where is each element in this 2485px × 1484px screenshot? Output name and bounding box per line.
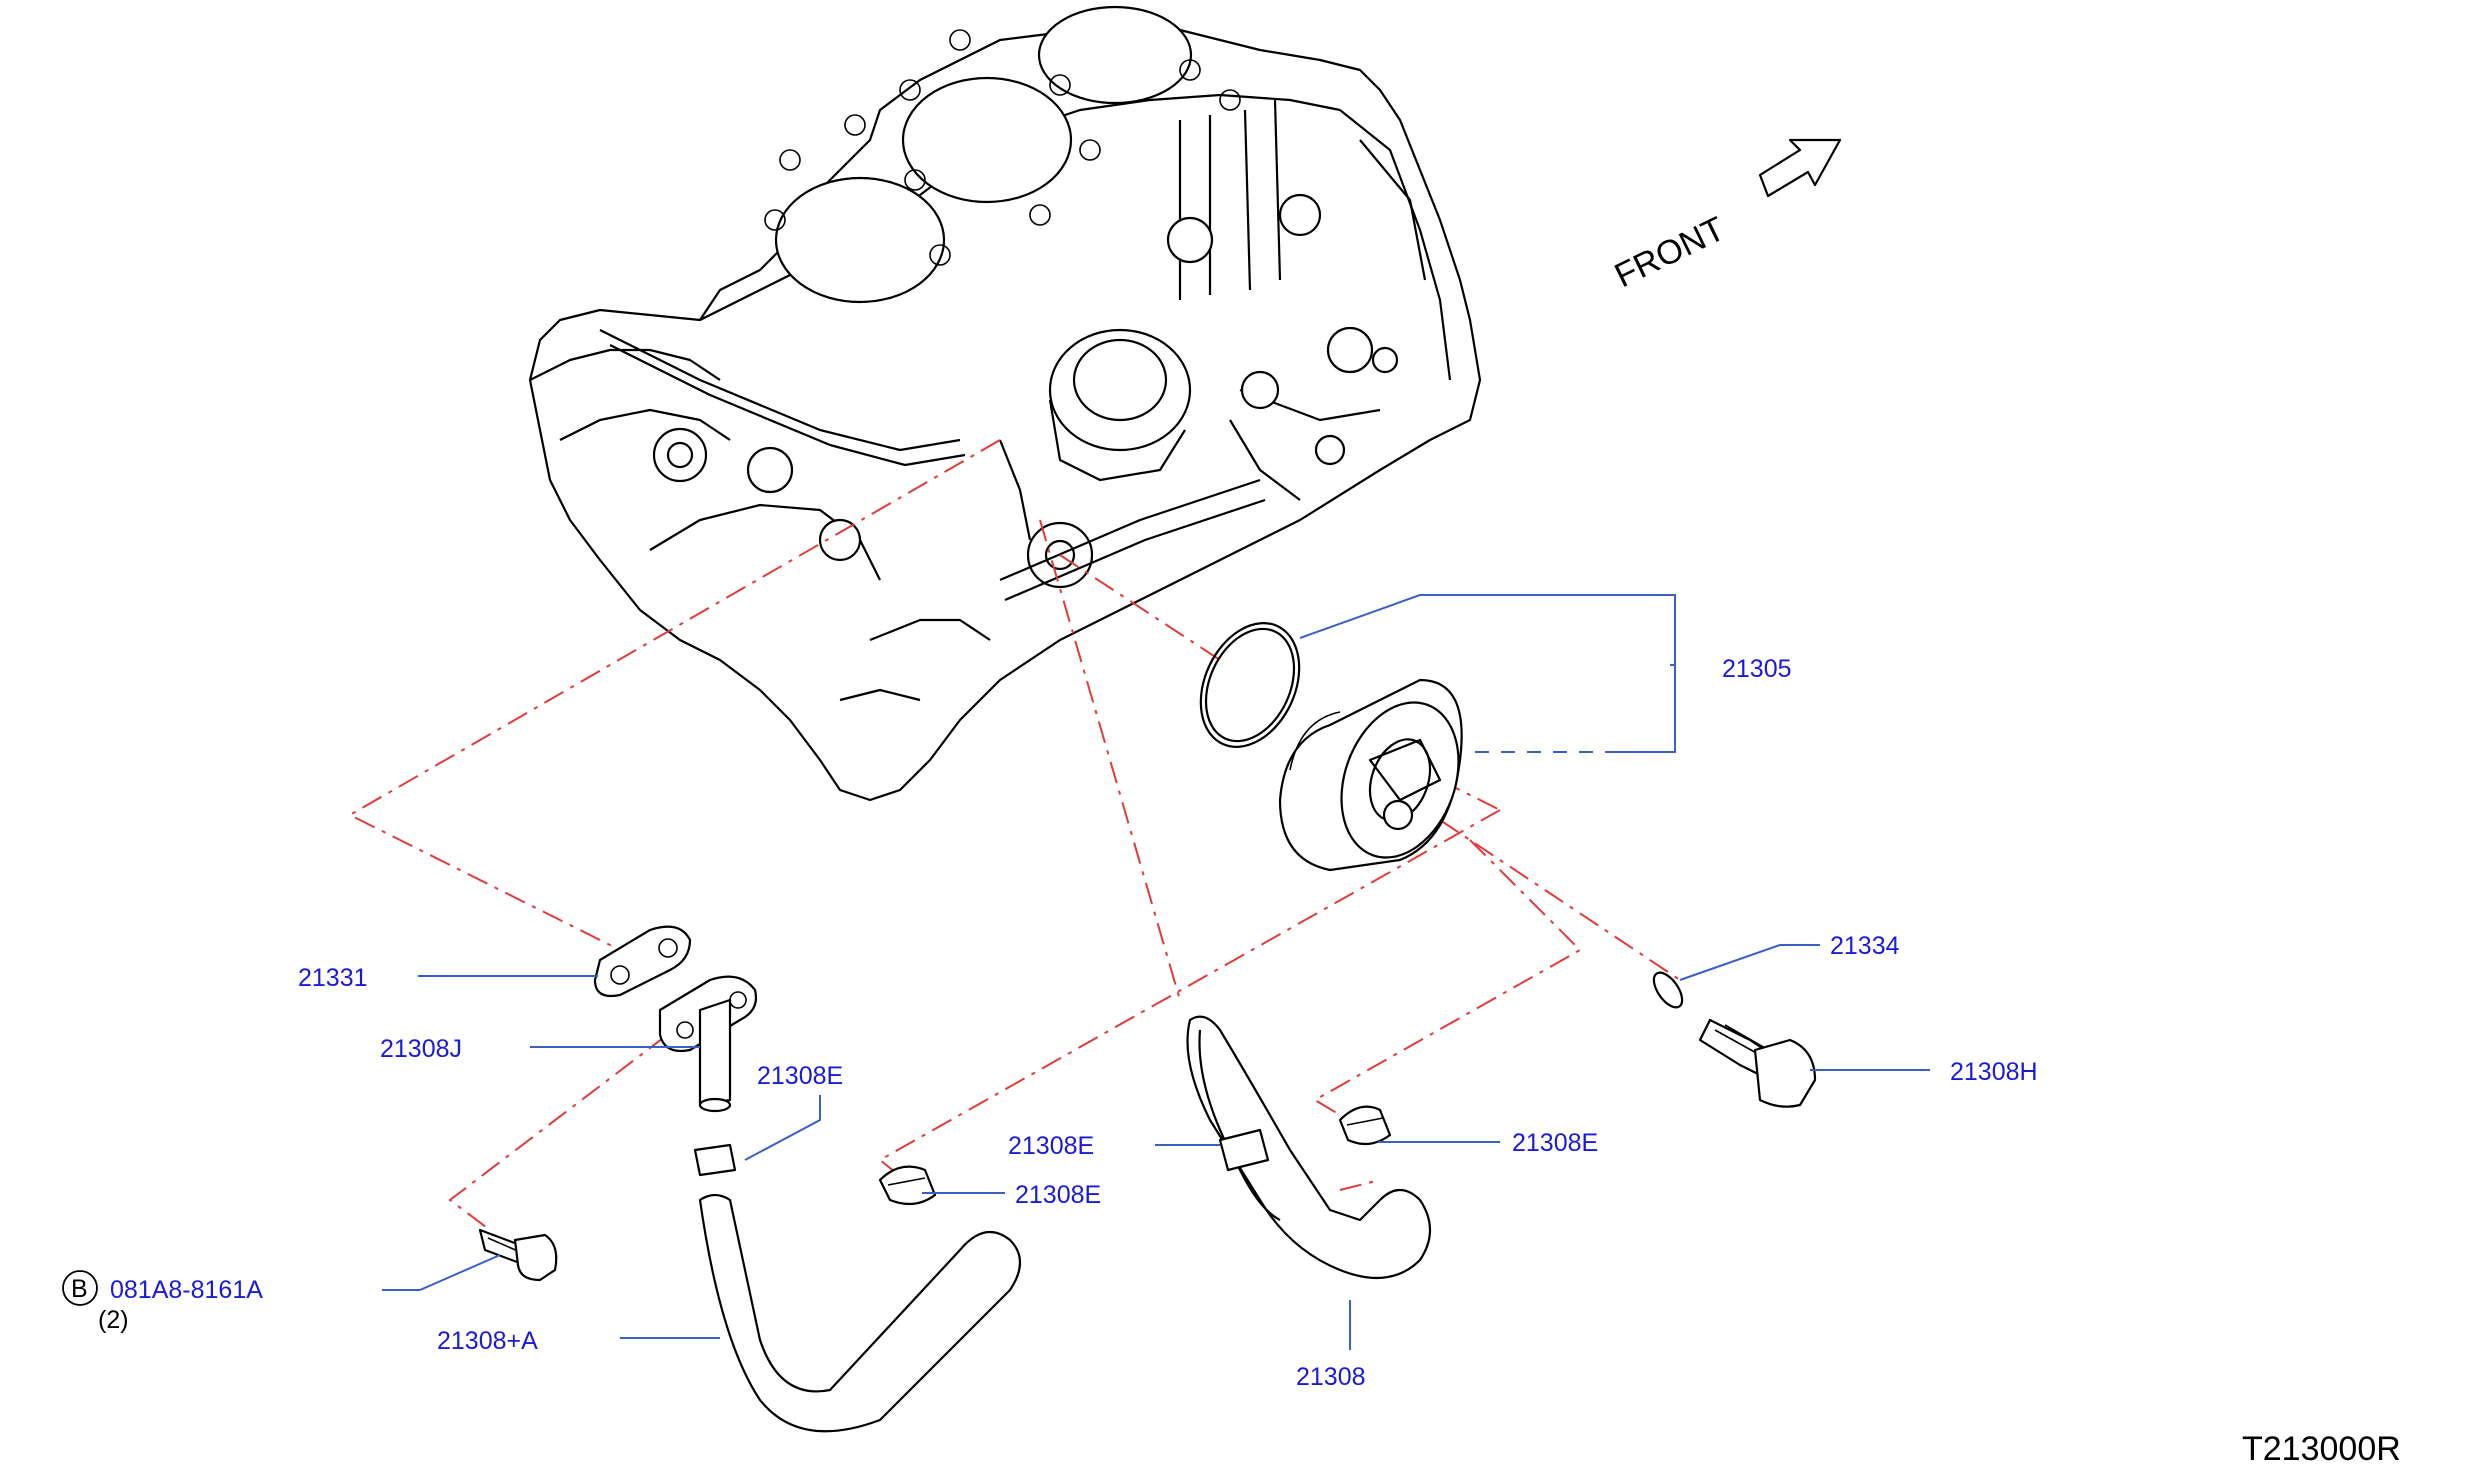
callout-labels: 21305 21331 21308J 21308E 21308E 21308E … <box>62 655 2401 1468</box>
hose-clamp-left <box>878 1165 937 1206</box>
engine-block-illustration <box>528 5 1482 802</box>
front-label: FRONT <box>1609 210 1731 295</box>
hose-21308 <box>1186 1015 1431 1280</box>
label-21308: 21308 <box>1296 1363 1366 1391</box>
label-21308E-right-clamp: 21308E <box>1512 1129 1598 1157</box>
label-21308E-left-clamp: 21308E <box>1015 1181 1101 1209</box>
oil-cooler-gasket <box>1199 621 1301 749</box>
label-21308H: 21308H <box>1950 1058 2038 1086</box>
pipe-fitting-21308J <box>658 975 758 1113</box>
label-21331: 21331 <box>298 964 368 992</box>
label-21305: 21305 <box>1722 655 1792 683</box>
label-21308A: 21308+A <box>437 1327 538 1355</box>
leader-lines <box>382 594 1930 1350</box>
hose-clamp-upper-left <box>693 1143 737 1177</box>
drawing-code: T213000R <box>2242 1430 2401 1468</box>
o-ring-21334 <box>1652 971 1684 1009</box>
label-21334: 21334 <box>1830 932 1900 960</box>
label-21308E-upper: 21308E <box>757 1062 843 1090</box>
front-arrow-icon <box>1758 138 1842 198</box>
hose-21308A <box>698 1193 1022 1433</box>
flange-bolt-081A8 <box>478 1228 558 1282</box>
label-081A8-8161A: 081A8-8161A <box>110 1276 263 1304</box>
gasket-21331 <box>593 925 692 998</box>
hose-clamp-right <box>1338 1105 1392 1146</box>
bolt-reference-circle <box>62 1270 98 1306</box>
oil-cooler-assembly <box>1199 621 1463 872</box>
bolt-quantity: (2) <box>98 1306 129 1334</box>
label-21308E-mid: 21308E <box>1008 1132 1094 1160</box>
label-21308J: 21308J <box>380 1035 462 1063</box>
bolt-reference-letter: B <box>71 1275 88 1303</box>
connector-bolt-21308H <box>1698 1018 1817 1108</box>
front-direction-indicator: FRONT <box>1609 138 1842 295</box>
